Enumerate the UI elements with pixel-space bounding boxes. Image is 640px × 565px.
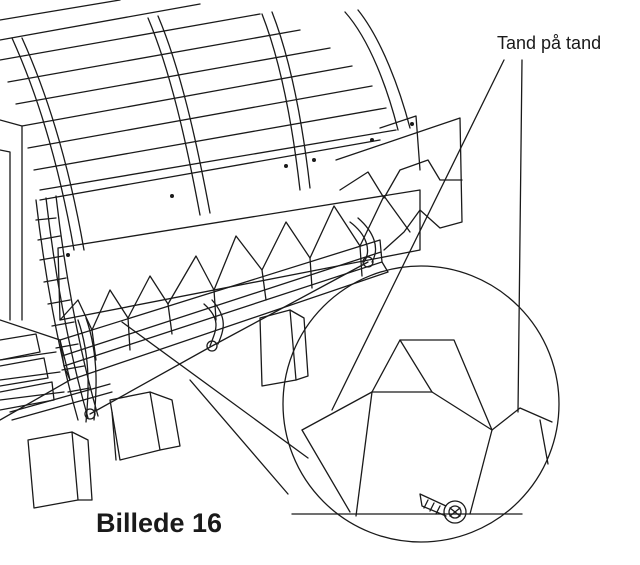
detail-magnifier [121,59,560,543]
wall-panels [0,119,71,421]
support-blocks [27,309,309,509]
shingle-panel-right [335,115,463,251]
screw-detail-icon [419,493,467,524]
figure-caption: Billede 16 [96,508,223,538]
shingle-panel-upper [57,189,421,361]
panel-screws [66,122,414,257]
bench-rail [0,239,389,421]
roof-planks [0,0,397,201]
roof-ribs [11,9,411,251]
callout-label: Tand på tand [497,33,602,53]
tie-down-straps [77,217,377,423]
